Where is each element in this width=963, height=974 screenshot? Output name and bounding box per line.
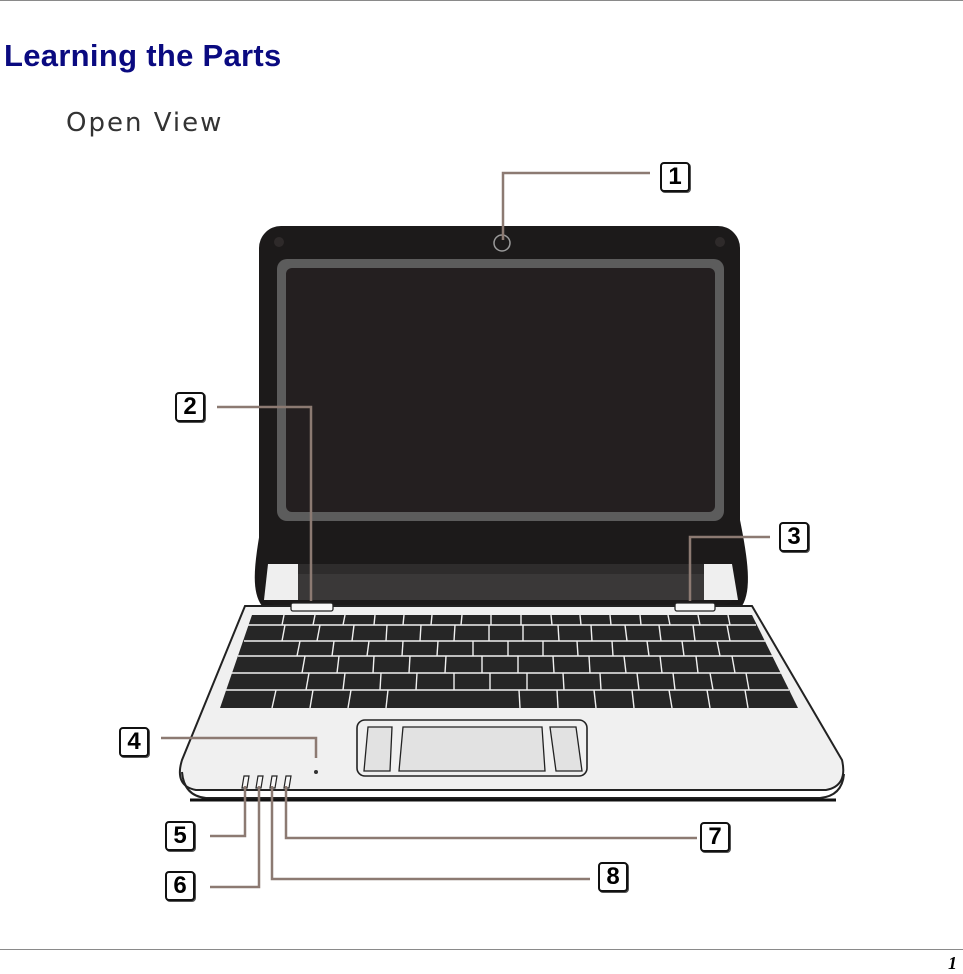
right-speaker — [674, 602, 716, 612]
left-speaker — [290, 602, 334, 612]
touchpad-assembly — [356, 719, 588, 777]
microphone — [314, 770, 318, 774]
page-number: 1 — [948, 953, 957, 973]
touchpad — [398, 726, 546, 772]
callout-5-indicator: 5 — [165, 821, 195, 851]
page-title: Learning the Parts — [4, 38, 282, 73]
callout-7-indicator: 7 — [700, 822, 730, 852]
callout-3-right-speaker: 3 — [779, 522, 809, 552]
callout-8-indicator: 8 — [598, 862, 628, 892]
section-subtitle: Open View — [66, 108, 224, 138]
callout-1-webcam: 1 — [660, 162, 690, 192]
left-click-button — [363, 726, 393, 772]
bottom-rule — [0, 949, 963, 950]
top-rule — [0, 0, 963, 1]
callout-4-microphone: 4 — [119, 727, 149, 757]
right-click-button — [549, 726, 583, 772]
leader-lines — [161, 171, 770, 889]
keyboard — [220, 614, 798, 709]
callout-2-left-speaker: 2 — [175, 392, 205, 422]
status-indicators — [241, 775, 292, 789]
callout-6-indicator: 6 — [165, 871, 195, 901]
display-lid — [259, 226, 740, 606]
hinge-bar — [264, 564, 738, 600]
